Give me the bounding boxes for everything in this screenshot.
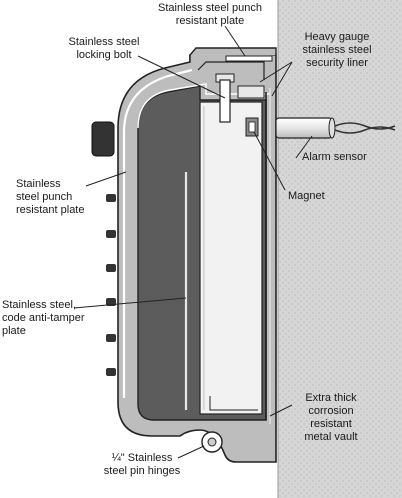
alarm-sensor-icon	[275, 117, 396, 139]
label-pin-hinges: ¼" Stainless steel pin hinges	[103, 452, 181, 477]
label-security-liner: Heavy gauge stainless steel security lin…	[302, 31, 372, 69]
locking-bolt	[215, 73, 265, 123]
side-rivets	[106, 194, 116, 376]
label-metal-vault: Extra thick corrosion resistant metal va…	[304, 392, 358, 443]
label-alarm-sensor: Alarm sensor	[302, 151, 367, 163]
magnet-icon	[245, 117, 259, 137]
label-side-punch-plate: Stainless steel punch resistant plate	[16, 178, 85, 216]
label-magnet: Magnet	[288, 190, 325, 202]
security-liner-panel	[199, 88, 271, 424]
side-punch-plate	[122, 68, 193, 398]
label-top-punch-plate: Stainless steel punch resistant plate	[158, 2, 262, 27]
leader-lines	[73, 25, 313, 459]
wall	[277, 0, 402, 498]
top-punch-plate	[197, 55, 273, 80]
label-locking-bolt: Stainless steel locking bolt	[68, 36, 140, 61]
side-button	[91, 121, 115, 157]
hinge-pin-icon	[201, 431, 223, 453]
label-anti-tamper-plate: Stainless steel, code anti-tamper plate	[2, 299, 85, 337]
